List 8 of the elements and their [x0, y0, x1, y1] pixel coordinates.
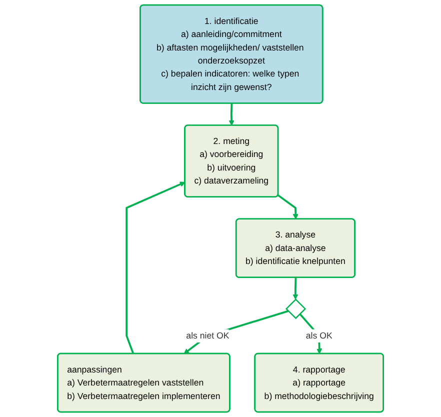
- arrow: [184, 310, 289, 354]
- arrow: [126, 182, 186, 354]
- edge-label: als niet OK: [186, 330, 230, 341]
- arrow: [292, 278, 298, 300]
- arrow: [278, 194, 298, 220]
- edge-label: als OK: [306, 330, 332, 341]
- node-diamond: [285, 298, 306, 320]
- arrow: [228, 103, 234, 126]
